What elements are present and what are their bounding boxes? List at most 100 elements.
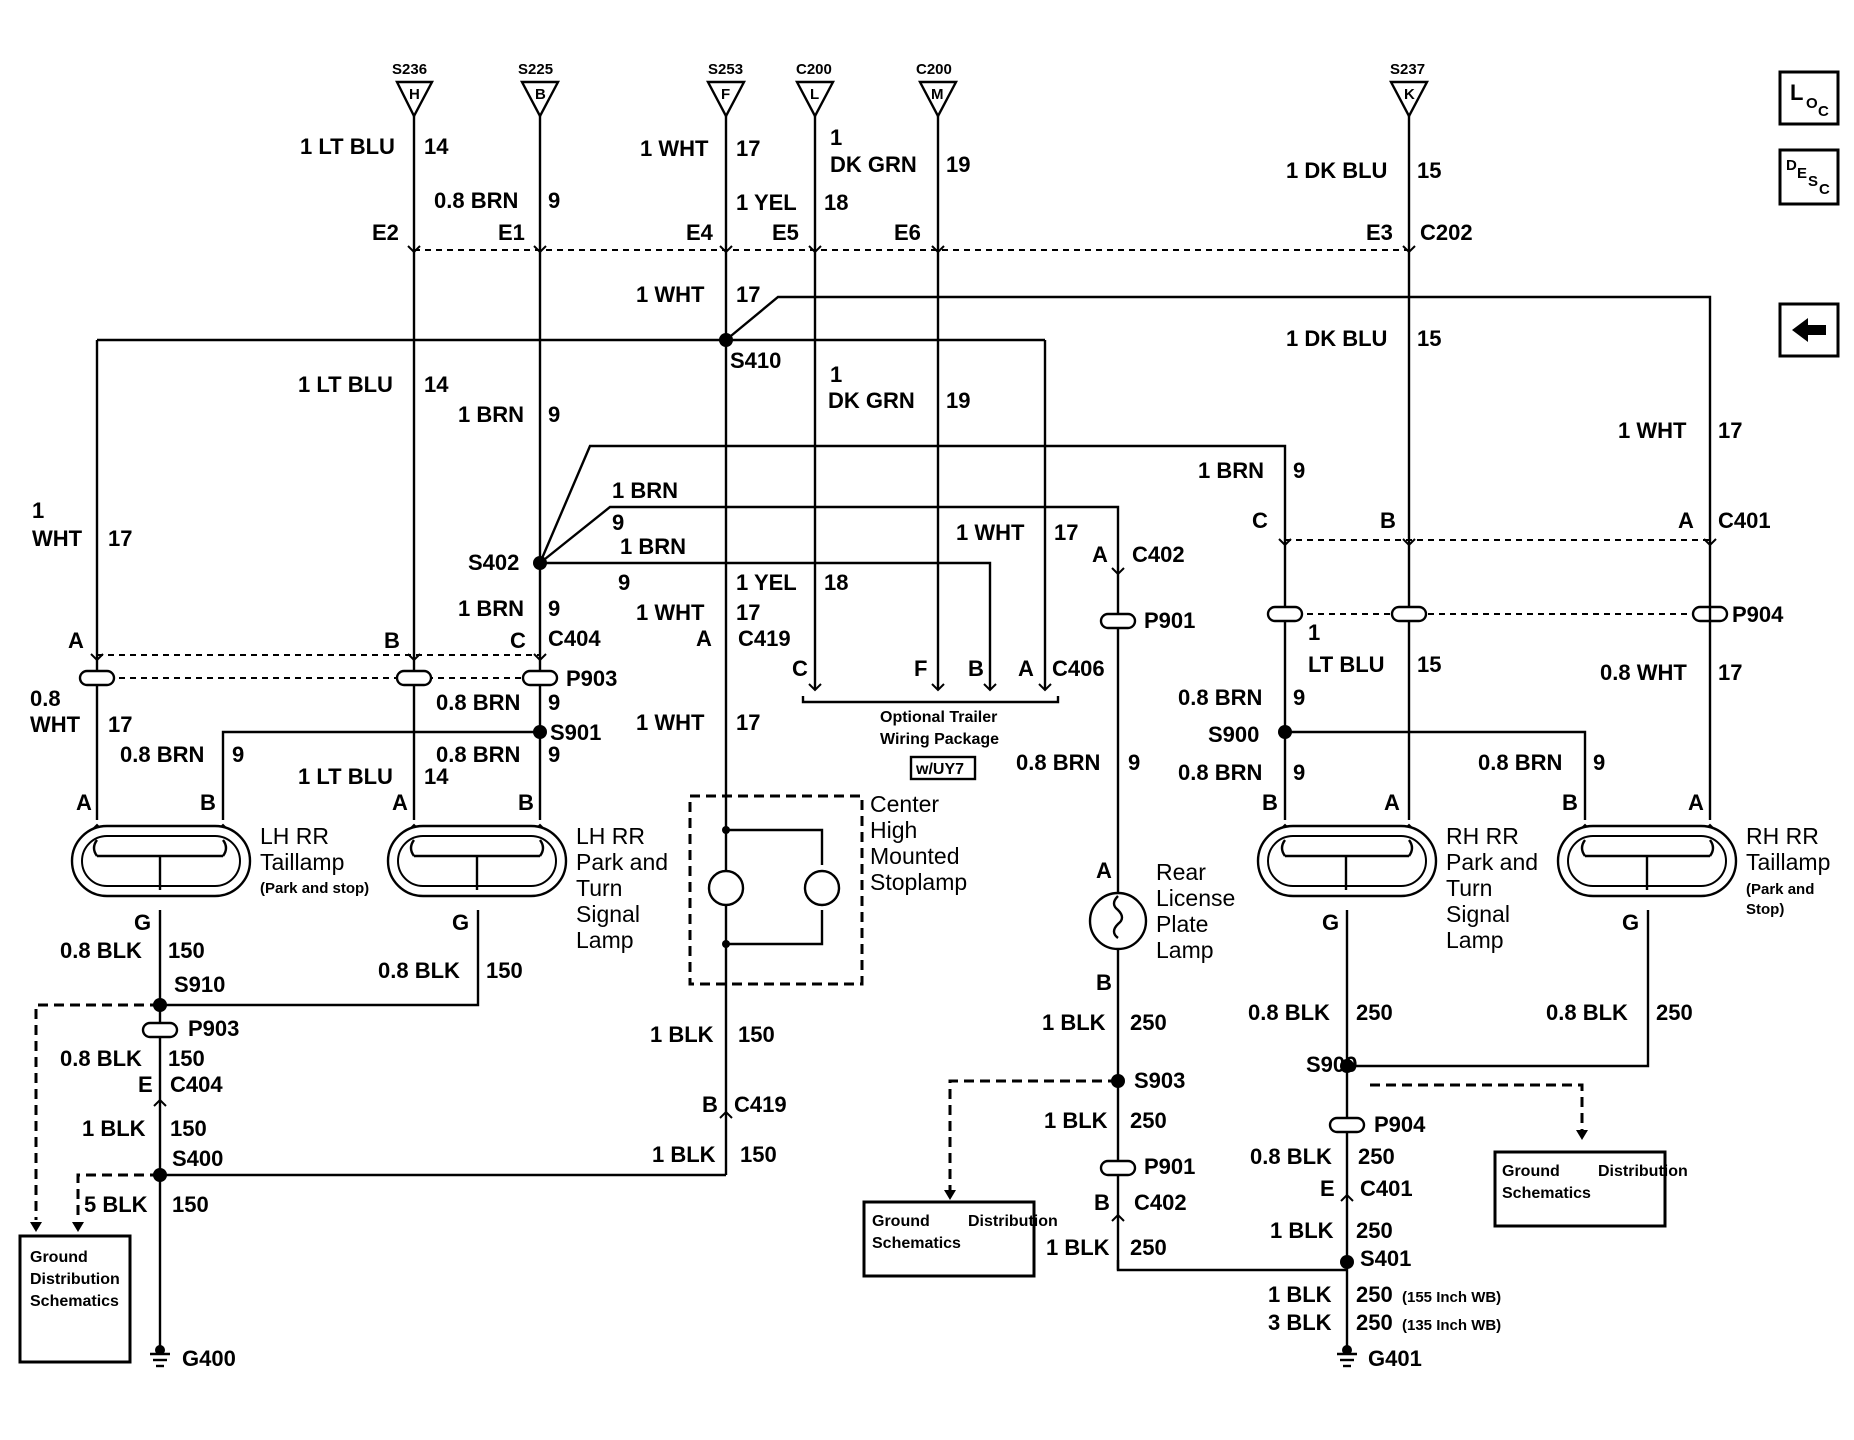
source-s253: S253 F	[706, 61, 746, 119]
svg-text:0.8 BLK: 0.8 BLK	[1248, 1000, 1330, 1025]
svg-text:S900: S900	[1208, 722, 1259, 747]
svg-text:17: 17	[736, 136, 760, 161]
svg-text:Ground: Ground	[1502, 1163, 1560, 1180]
ground-distribution-box-center[interactable]: Ground Distribution Schematics	[862, 1200, 1058, 1278]
svg-text:150: 150	[738, 1022, 775, 1047]
component-labels: LH RR Taillamp (Park and stop) LH RR Par…	[260, 709, 1830, 963]
svg-text:DK GRN: DK GRN	[828, 388, 915, 413]
svg-text:150: 150	[486, 958, 523, 983]
svg-text:9: 9	[548, 690, 560, 715]
svg-text:C: C	[1819, 181, 1830, 198]
svg-text:B: B	[702, 1092, 718, 1117]
svg-text:E5: E5	[772, 220, 799, 245]
svg-text:(Park and: (Park and	[1746, 881, 1814, 898]
svg-text:S237: S237	[1390, 61, 1425, 78]
svg-text:C402: C402	[1134, 1190, 1187, 1215]
svg-text:1 WHT: 1 WHT	[640, 136, 709, 161]
svg-text:Turn: Turn	[576, 875, 622, 901]
svg-text:WHT: WHT	[30, 712, 81, 737]
svg-text:S402: S402	[468, 550, 519, 575]
svg-text:17: 17	[736, 600, 760, 625]
svg-text:Mounted: Mounted	[870, 843, 960, 869]
svg-text:O: O	[1806, 95, 1818, 112]
svg-text:B: B	[968, 656, 984, 681]
svg-text:Park and: Park and	[576, 849, 668, 875]
svg-text:P901: P901	[1144, 1154, 1195, 1179]
svg-text:1 BLK: 1 BLK	[82, 1116, 146, 1141]
svg-text:Schematics: Schematics	[872, 1235, 961, 1252]
svg-text:Ground: Ground	[872, 1213, 930, 1230]
svg-text:15: 15	[1417, 652, 1441, 677]
svg-text:G401: G401	[1368, 1346, 1422, 1371]
svg-text:0.8 BRN: 0.8 BRN	[120, 742, 204, 767]
svg-text:G400: G400	[182, 1346, 236, 1371]
svg-text:150: 150	[172, 1192, 209, 1217]
svg-text:A: A	[392, 790, 408, 815]
svg-text:S401: S401	[1360, 1246, 1411, 1271]
svg-text:G: G	[1322, 910, 1339, 935]
svg-text:9: 9	[548, 596, 560, 621]
loc-icon[interactable]: L O C	[1778, 70, 1840, 126]
license-lamp-icon	[1088, 891, 1148, 951]
ground-distribution-box-lh[interactable]: Ground Distribution Schematics	[18, 1234, 132, 1364]
svg-text:C401: C401	[1360, 1176, 1413, 1201]
svg-text:250: 250	[1356, 1000, 1393, 1025]
svg-text:C401: C401	[1718, 508, 1771, 533]
svg-text:250: 250	[1356, 1282, 1393, 1307]
ground-g401	[1337, 1345, 1357, 1368]
wire-brn-9-license	[539, 505, 1120, 564]
svg-text:0.8 BRN: 0.8 BRN	[436, 742, 520, 767]
svg-text:0.8: 0.8	[30, 686, 61, 711]
svg-text:1 BLK: 1 BLK	[650, 1022, 714, 1047]
svg-text:1 BRN: 1 BRN	[1198, 458, 1264, 483]
svg-text:Lamp: Lamp	[1446, 927, 1504, 953]
svg-text:G: G	[452, 910, 469, 935]
wire-wht-17-rh	[725, 295, 1712, 540]
ground-distribution-box-rh[interactable]: Ground Distribution Schematics	[1493, 1150, 1688, 1228]
svg-text:B: B	[200, 790, 216, 815]
svg-text:1 YEL: 1 YEL	[736, 570, 797, 595]
svg-text:S909: S909	[1306, 1052, 1357, 1077]
svg-text:9: 9	[618, 570, 630, 595]
svg-text:High: High	[870, 817, 917, 843]
svg-text:C404: C404	[170, 1072, 223, 1097]
svg-text:P904: P904	[1374, 1112, 1426, 1137]
svg-text:19: 19	[946, 388, 970, 413]
svg-text:P903: P903	[188, 1016, 239, 1041]
svg-text:1 LT BLU: 1 LT BLU	[298, 372, 393, 397]
svg-text:1 LT BLU: 1 LT BLU	[300, 134, 395, 159]
svg-text:Stoplamp: Stoplamp	[870, 869, 967, 895]
svg-text:A: A	[1018, 656, 1034, 681]
svg-text:C: C	[792, 656, 808, 681]
svg-text:LH RR: LH RR	[260, 823, 329, 849]
svg-text:1 BRN: 1 BRN	[612, 478, 678, 503]
svg-text:P904: P904	[1732, 602, 1784, 627]
ground-g400	[150, 1345, 170, 1368]
rh-rr-taillamp	[1556, 824, 1738, 898]
svg-text:150: 150	[740, 1142, 777, 1167]
svg-text:1: 1	[32, 498, 44, 523]
svg-text:C: C	[1818, 103, 1829, 120]
svg-text:3 BLK: 3 BLK	[1268, 1310, 1332, 1335]
arrow-left-icon[interactable]	[1778, 302, 1840, 358]
svg-text:S901: S901	[550, 720, 601, 745]
lh-rr-park-turn-lamp	[386, 824, 568, 898]
svg-text:18: 18	[824, 570, 848, 595]
svg-text:L: L	[1790, 80, 1803, 105]
svg-text:1 DK BLU: 1 DK BLU	[1286, 158, 1387, 183]
svg-text:(155 Inch WB): (155 Inch WB)	[1402, 1289, 1501, 1306]
svg-text:1 WHT: 1 WHT	[956, 520, 1025, 545]
desc-icon[interactable]: D E S C	[1778, 148, 1840, 206]
svg-text:19: 19	[946, 152, 970, 177]
svg-text:C404: C404	[548, 626, 601, 651]
svg-text:(Park and stop): (Park and stop)	[260, 880, 369, 897]
svg-text:1: 1	[1308, 620, 1320, 645]
svg-text:Distribution: Distribution	[30, 1271, 120, 1288]
svg-text:14: 14	[424, 134, 449, 159]
source-s236: S236 H	[392, 61, 434, 119]
svg-text:D: D	[1786, 157, 1797, 174]
svg-text:1 WHT: 1 WHT	[1618, 418, 1687, 443]
svg-text:E: E	[1797, 165, 1807, 182]
chmsl-box	[688, 794, 864, 986]
